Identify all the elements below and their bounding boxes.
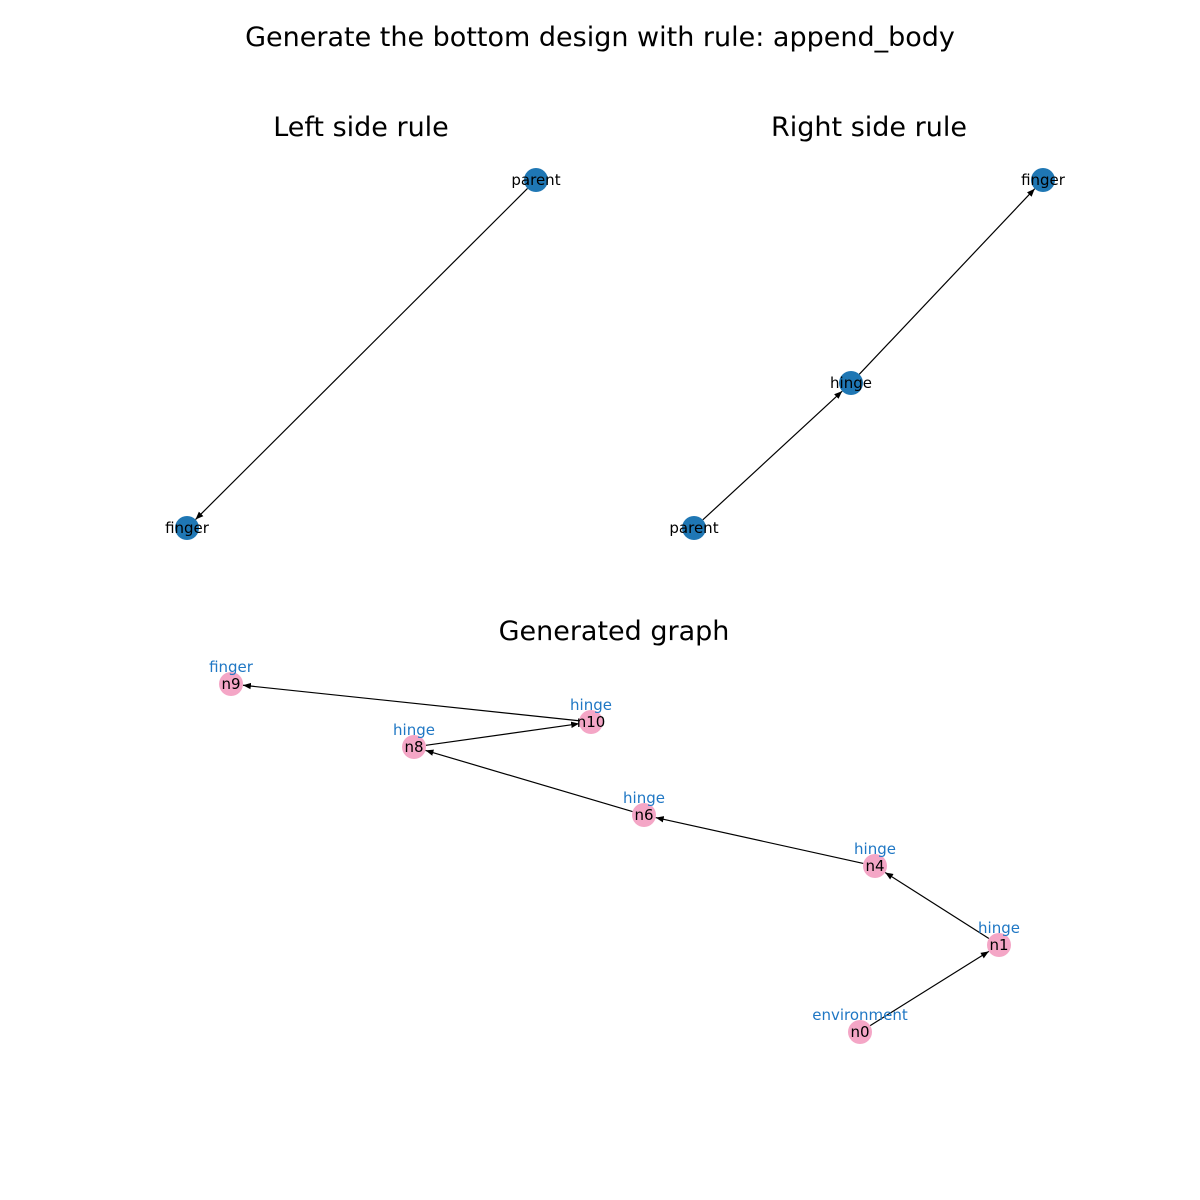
- edge-n4-to-n6: [655, 816, 864, 864]
- node-n10: [579, 710, 603, 734]
- generated-graph-title: Generated graph: [499, 616, 730, 647]
- right-rule-title: Right side rule: [771, 112, 967, 143]
- node-parent: [682, 516, 706, 540]
- node-finger: [1031, 168, 1055, 192]
- node-label-n9: n9: [221, 675, 240, 693]
- edge-n8-to-n10: [425, 721, 580, 746]
- node-label-n10: n10: [577, 713, 606, 731]
- node-label-parent: parent: [669, 519, 718, 537]
- left-rule-title: Left side rule: [273, 112, 449, 143]
- edge-parent-to-hinge: [702, 390, 843, 521]
- node-label-n8: n8: [404, 738, 423, 756]
- node-type-label-n8: hinge: [393, 721, 435, 739]
- node-label-hinge: hinge: [830, 374, 872, 392]
- node-n0: [848, 1020, 872, 1044]
- node-type-label-n1: hinge: [978, 919, 1020, 937]
- node-type-label-n6: hinge: [623, 789, 665, 807]
- edge-n10-to-n9: [242, 682, 580, 722]
- node-label-n1: n1: [989, 936, 1008, 954]
- node-label-n0: n0: [850, 1023, 869, 1041]
- edge-n0-to-n1: [869, 950, 990, 1027]
- node-label-parent: parent: [511, 171, 560, 189]
- right-rule-graph: finger hinge parent: [669, 168, 1066, 540]
- node-type-label-n10: hinge: [570, 696, 612, 714]
- node-parent: [524, 168, 548, 192]
- node-n4: [863, 854, 887, 878]
- node-type-label-n0: environment: [812, 1006, 908, 1024]
- node-label-finger: finger: [1021, 171, 1066, 189]
- node-n6: [632, 803, 656, 827]
- generated-graph: n9fingern10hingen8hingen6hingen4hingen1h…: [209, 658, 1020, 1044]
- node-type-label-n9: finger: [209, 658, 254, 676]
- node-label-n4: n4: [865, 857, 884, 875]
- node-hinge: [839, 371, 863, 395]
- edge-hinge-to-finger: [858, 188, 1036, 375]
- node-finger: [175, 516, 199, 540]
- node-n8: [402, 735, 426, 759]
- edge-n1-to-n4: [884, 871, 990, 940]
- node-n1: [987, 933, 1011, 957]
- node-label-finger: finger: [165, 519, 210, 537]
- edge-parent-to-finger: [195, 188, 528, 520]
- node-type-label-n4: hinge: [854, 840, 896, 858]
- edge-n6-to-n8: [425, 749, 633, 813]
- left-rule-graph: parent finger: [165, 168, 561, 540]
- node-n9: [219, 672, 243, 696]
- node-label-n6: n6: [634, 806, 653, 824]
- figure-title: Generate the bottom design with rule: ap…: [245, 22, 955, 53]
